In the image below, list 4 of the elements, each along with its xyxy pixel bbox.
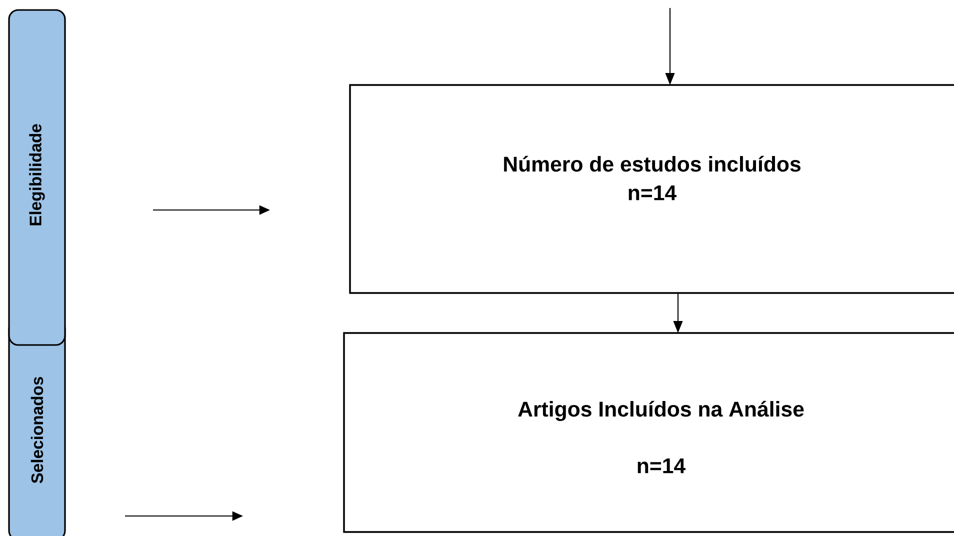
node-label: Selecionados <box>30 376 44 484</box>
process-box: Artigos Incluídos na Análise n=14 <box>343 332 954 533</box>
stage-band: Elegibilidade <box>8 9 66 346</box>
process-box: Número de estudos incluídos n=14 <box>349 84 954 294</box>
